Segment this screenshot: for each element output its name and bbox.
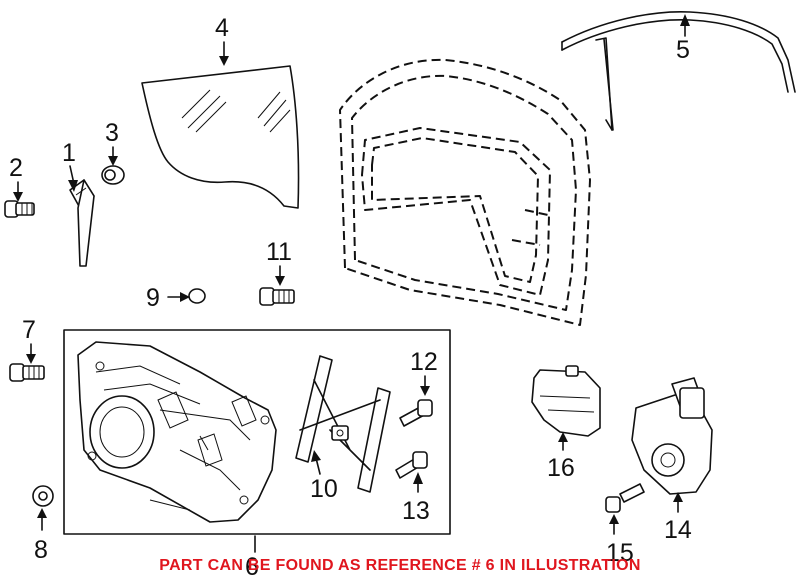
part-9-plug: [188, 288, 206, 304]
part-6-assembly-box: [63, 329, 451, 535]
part-13-screw: [395, 451, 428, 479]
callout-15: 15: [606, 539, 634, 567]
part-1-corner-bracket: [69, 179, 95, 267]
callout-11: 11: [266, 238, 292, 266]
part-10-window-regulator: [295, 355, 391, 493]
part-2-bolt: [4, 200, 35, 218]
callout-6: 6: [245, 553, 259, 578]
callout-2: 2: [9, 154, 23, 182]
door-shell-outline: [339, 58, 591, 326]
callout-7: 7: [22, 316, 36, 344]
callout-4: 4: [215, 14, 229, 42]
part-11-bolt: [259, 287, 295, 306]
callout-13: 13: [402, 497, 430, 525]
part-8-washer: [32, 485, 54, 507]
callout-8: 8: [34, 536, 48, 564]
part-12-bolt: [399, 399, 433, 427]
callout-9: 9: [146, 284, 160, 312]
callout-12: 12: [410, 348, 438, 376]
leader-lines: [13, 14, 690, 553]
part-14-window-motor: [631, 377, 713, 495]
callout-1: 1: [62, 139, 76, 167]
callout-10: 10: [310, 475, 338, 503]
callout-16: 16: [547, 454, 575, 482]
callout-5: 5: [676, 36, 690, 64]
part-5-weatherstrip: [561, 10, 796, 131]
reference-numbers: 1 2 3 4 5 6 7 8 9 10 11 12 13 14 15 16: [9, 14, 692, 578]
callout-3: 3: [105, 119, 119, 147]
part-7-bolt: [9, 363, 45, 382]
part-4-window-glass: [141, 65, 300, 209]
callout-14: 14: [664, 516, 692, 544]
part-16-control-module: [531, 365, 601, 437]
reference-note: PART CAN BE FOUND AS REFERENCE # 6 IN IL…: [159, 557, 640, 574]
part-15-bolt: [605, 483, 645, 513]
door-module-carrier-panel: [77, 341, 277, 523]
part-3-grommet: [101, 165, 125, 185]
